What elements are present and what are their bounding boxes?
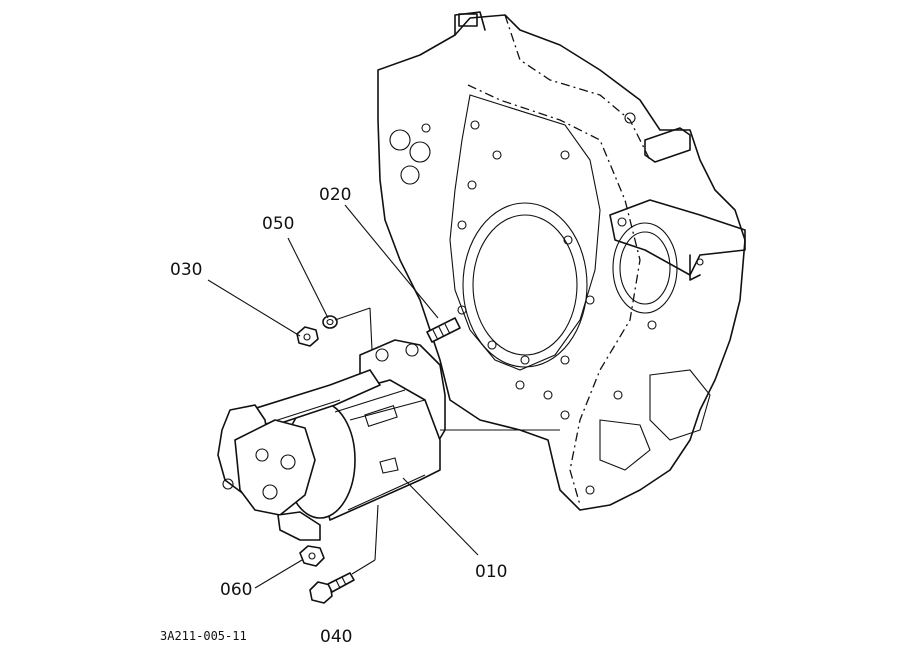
callout-060: 060 bbox=[220, 580, 252, 600]
callout-010: 010 bbox=[475, 562, 507, 582]
hex-bolt-040 bbox=[309, 572, 355, 604]
drawing-code: 3A211-005-11 bbox=[160, 629, 247, 643]
callout-050: 050 bbox=[262, 214, 294, 234]
callout-020: 020 bbox=[319, 185, 351, 205]
hex-nut-030 bbox=[296, 326, 319, 347]
callout-labels: 020 050 030 010 060 040 bbox=[170, 185, 507, 647]
stud-bolt bbox=[426, 317, 461, 343]
starter-motor bbox=[217, 339, 560, 541]
lock-washer-050 bbox=[322, 315, 338, 329]
callout-030: 030 bbox=[170, 260, 202, 280]
leader-lines bbox=[207, 204, 479, 589]
hex-nut-060 bbox=[299, 545, 325, 567]
flange-bolt-holes bbox=[457, 120, 595, 420]
callout-040: 040 bbox=[320, 627, 352, 647]
